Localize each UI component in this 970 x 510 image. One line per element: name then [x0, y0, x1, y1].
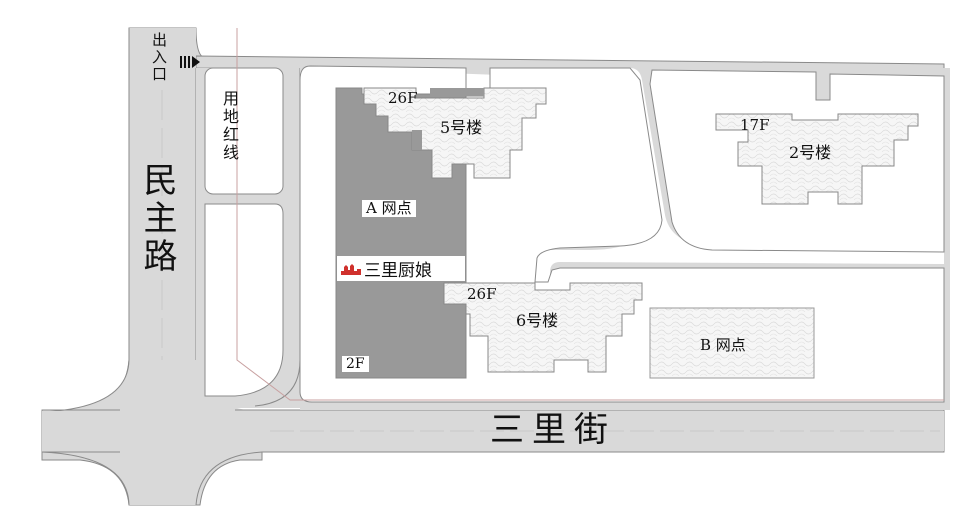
building-6 [443, 282, 643, 373]
building-5-floors: 26F [388, 89, 418, 107]
restaurant-name: 三里厨娘 [364, 261, 432, 281]
restaurant-marker[interactable]: 三里厨娘 [337, 256, 465, 281]
outlet-b-label: B 网点 [700, 336, 746, 354]
restaurant-icon [341, 263, 361, 275]
redline-label: 用地红线 [220, 90, 239, 162]
building-2-floors: 17F [740, 116, 770, 134]
outlet-a-label: A 网点 [362, 200, 416, 217]
entrance-arrow-icon [180, 56, 200, 68]
building-6-name: 6号楼 [516, 311, 559, 330]
redline [236, 28, 944, 401]
outlet-b-building [649, 307, 815, 379]
building-2-name: 2号楼 [789, 143, 832, 162]
entrance-label: 出入口 [150, 32, 168, 83]
building-5-name: 5号楼 [440, 118, 483, 137]
minzhu-road-label: 民主路 [137, 162, 177, 276]
building-5 [363, 87, 547, 179]
outlet-a-floors: 2F [342, 356, 369, 372]
building-6-floors: 26F [467, 285, 497, 303]
sanli-street-label: 三里街 [490, 410, 616, 450]
building-2 [715, 113, 919, 205]
